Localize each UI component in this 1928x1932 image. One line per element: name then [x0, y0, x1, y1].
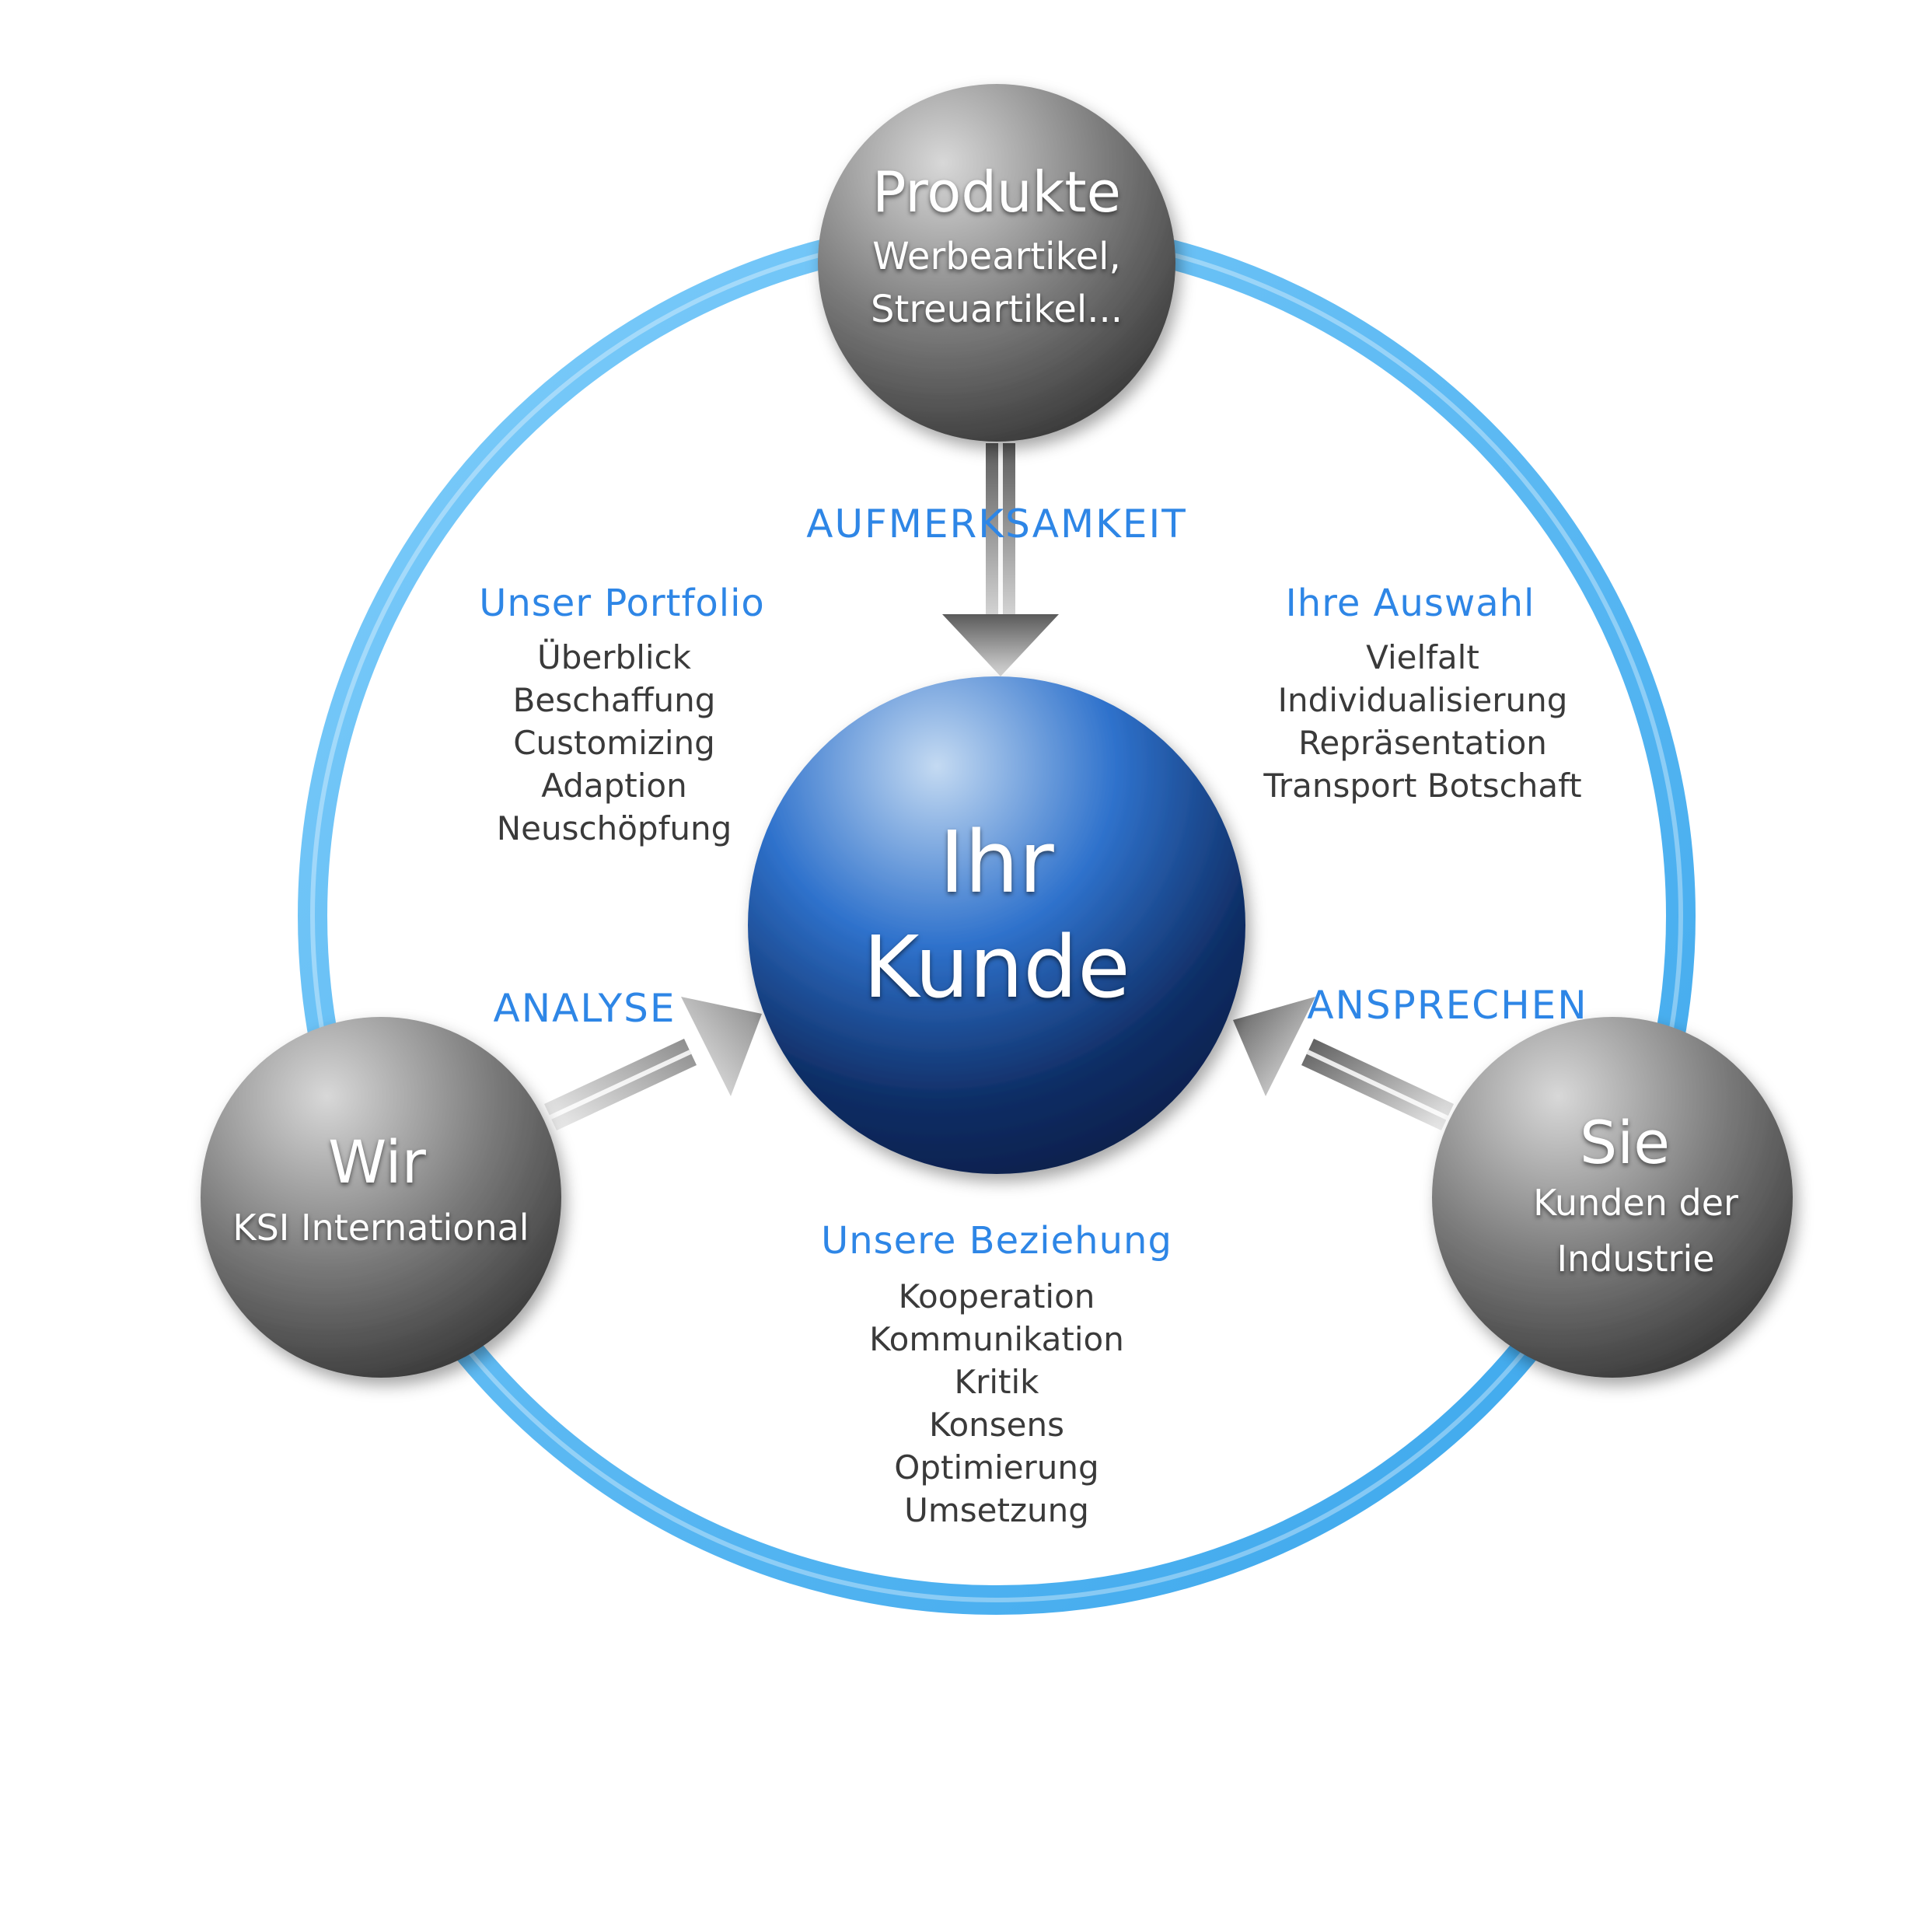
center-label-line2: Kunde: [863, 917, 1130, 1017]
node-produkte-line2: Streuartikel...: [871, 288, 1123, 331]
node-wir-title: Wir: [328, 1127, 426, 1197]
list-item: Individualisierung: [1277, 681, 1568, 719]
node-produkte-title: Produkte: [872, 159, 1121, 225]
node-wir: [201, 1017, 561, 1378]
list-item: Optimierung: [894, 1448, 1099, 1487]
list-item: Neuschöpfung: [496, 809, 732, 847]
section-beziehung-list: Kooperation Kommunikation Kritik Konsens…: [869, 1275, 1124, 1532]
section-auswahl-title: Ihre Auswahl: [1285, 582, 1535, 625]
list-item: Konsens: [929, 1406, 1064, 1444]
node-produkte-line1: Werbeartikel,: [872, 235, 1121, 278]
list-item: Beschaffung: [512, 681, 716, 719]
list-item: Umsetzung: [904, 1491, 1089, 1529]
center-label-line1: Ihr: [939, 812, 1054, 912]
arrow-label-aufmerksamkeit: AUFMERKSAMKEIT: [806, 501, 1187, 547]
arrow-top: [942, 443, 1059, 676]
arrow-label-ansprechen: ANSPRECHEN: [1307, 983, 1588, 1028]
list-item: Überblick: [537, 638, 691, 676]
arrow-label-analyse: ANALYSE: [493, 986, 676, 1031]
node-wir-line1: KSI International: [232, 1207, 529, 1249]
arrow-right: [1233, 997, 1454, 1130]
list-item: Adaption: [541, 767, 687, 805]
list-item: Kommunikation: [869, 1320, 1124, 1358]
node-produkte: [818, 84, 1175, 442]
node-sie-line1: Kunden der: [1533, 1182, 1738, 1224]
arrow-left: [544, 997, 762, 1130]
node-sie-line2: Industrie: [1556, 1238, 1715, 1280]
section-beziehung-title: Unsere Beziehung: [821, 1219, 1172, 1263]
list-item: Vielfalt: [1366, 638, 1479, 676]
list-item: Transport Botschaft: [1263, 767, 1582, 805]
list-item: Repräsentation: [1298, 724, 1547, 762]
list-item: Customizing: [513, 724, 715, 762]
list-item: Kooperation: [898, 1277, 1095, 1315]
node-sie: [1432, 1017, 1793, 1378]
node-sie-title: Sie: [1579, 1108, 1671, 1177]
center-node-ihr-kunde: [748, 676, 1245, 1174]
section-auswahl-list: Vielfalt Individualisierung Repräsentati…: [1263, 636, 1581, 807]
list-item: Kritik: [954, 1363, 1039, 1401]
section-portfolio-list: Überblick Beschaffung Customizing Adapti…: [497, 636, 732, 850]
section-portfolio-title: Unser Portfolio: [479, 582, 765, 625]
